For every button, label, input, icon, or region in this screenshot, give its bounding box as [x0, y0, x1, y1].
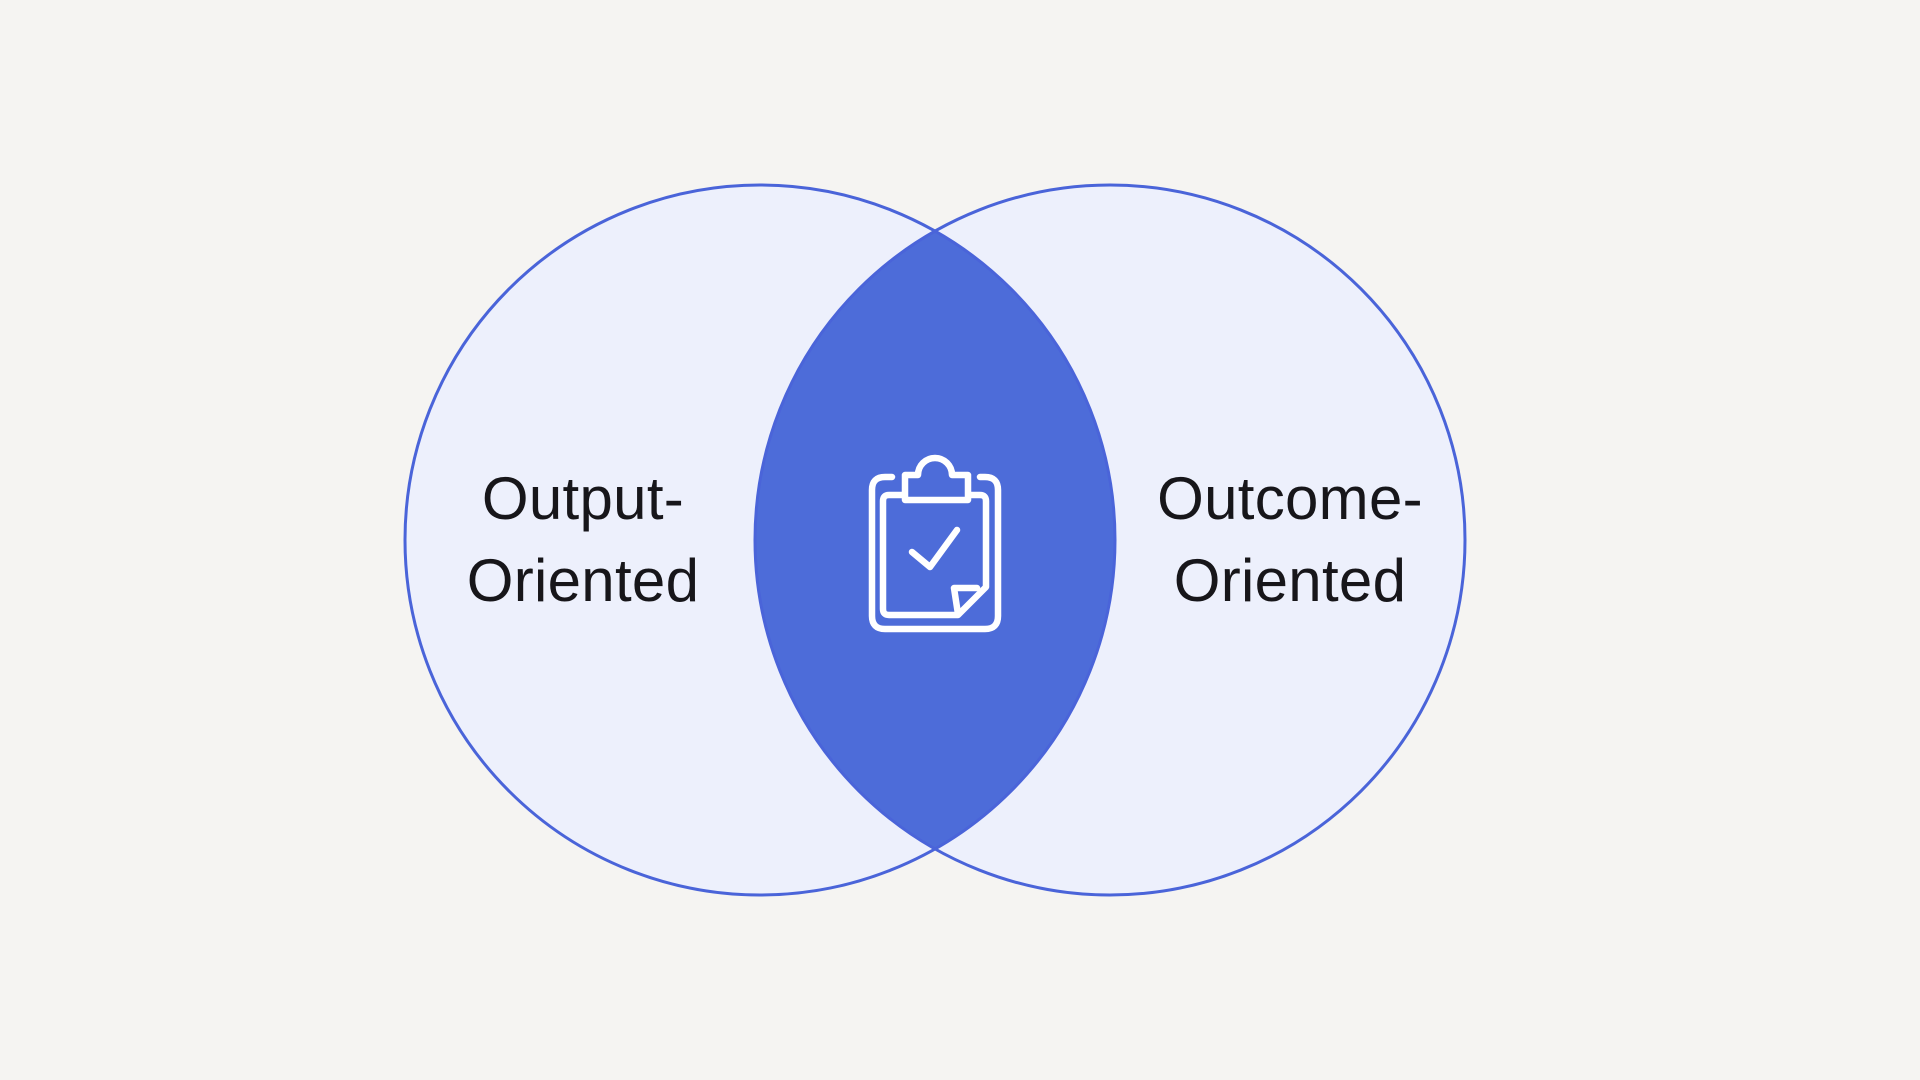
right-circle-border	[753, 183, 1467, 897]
clipboard-board	[868, 473, 1002, 633]
clipboard-check-icon	[868, 454, 1002, 633]
left-circle-label: Output- Oriented	[273, 458, 893, 622]
clipboard-paper	[879, 491, 990, 619]
checkmark-icon	[908, 526, 961, 571]
left-circle-label-line2: Oriented	[466, 547, 700, 614]
right-circle-label-line1: Outcome-	[1157, 465, 1423, 532]
clipboard-clip	[901, 454, 972, 504]
right-circle-label-line2: Oriented	[1173, 547, 1407, 614]
paper-fold-flap	[950, 584, 981, 618]
overlap-lens	[754, 231, 1116, 849]
left-circle-border	[403, 183, 1117, 897]
left-circle-label-line1: Output-	[481, 465, 685, 532]
right-circle-label: Outcome- Oriented	[980, 458, 1600, 622]
